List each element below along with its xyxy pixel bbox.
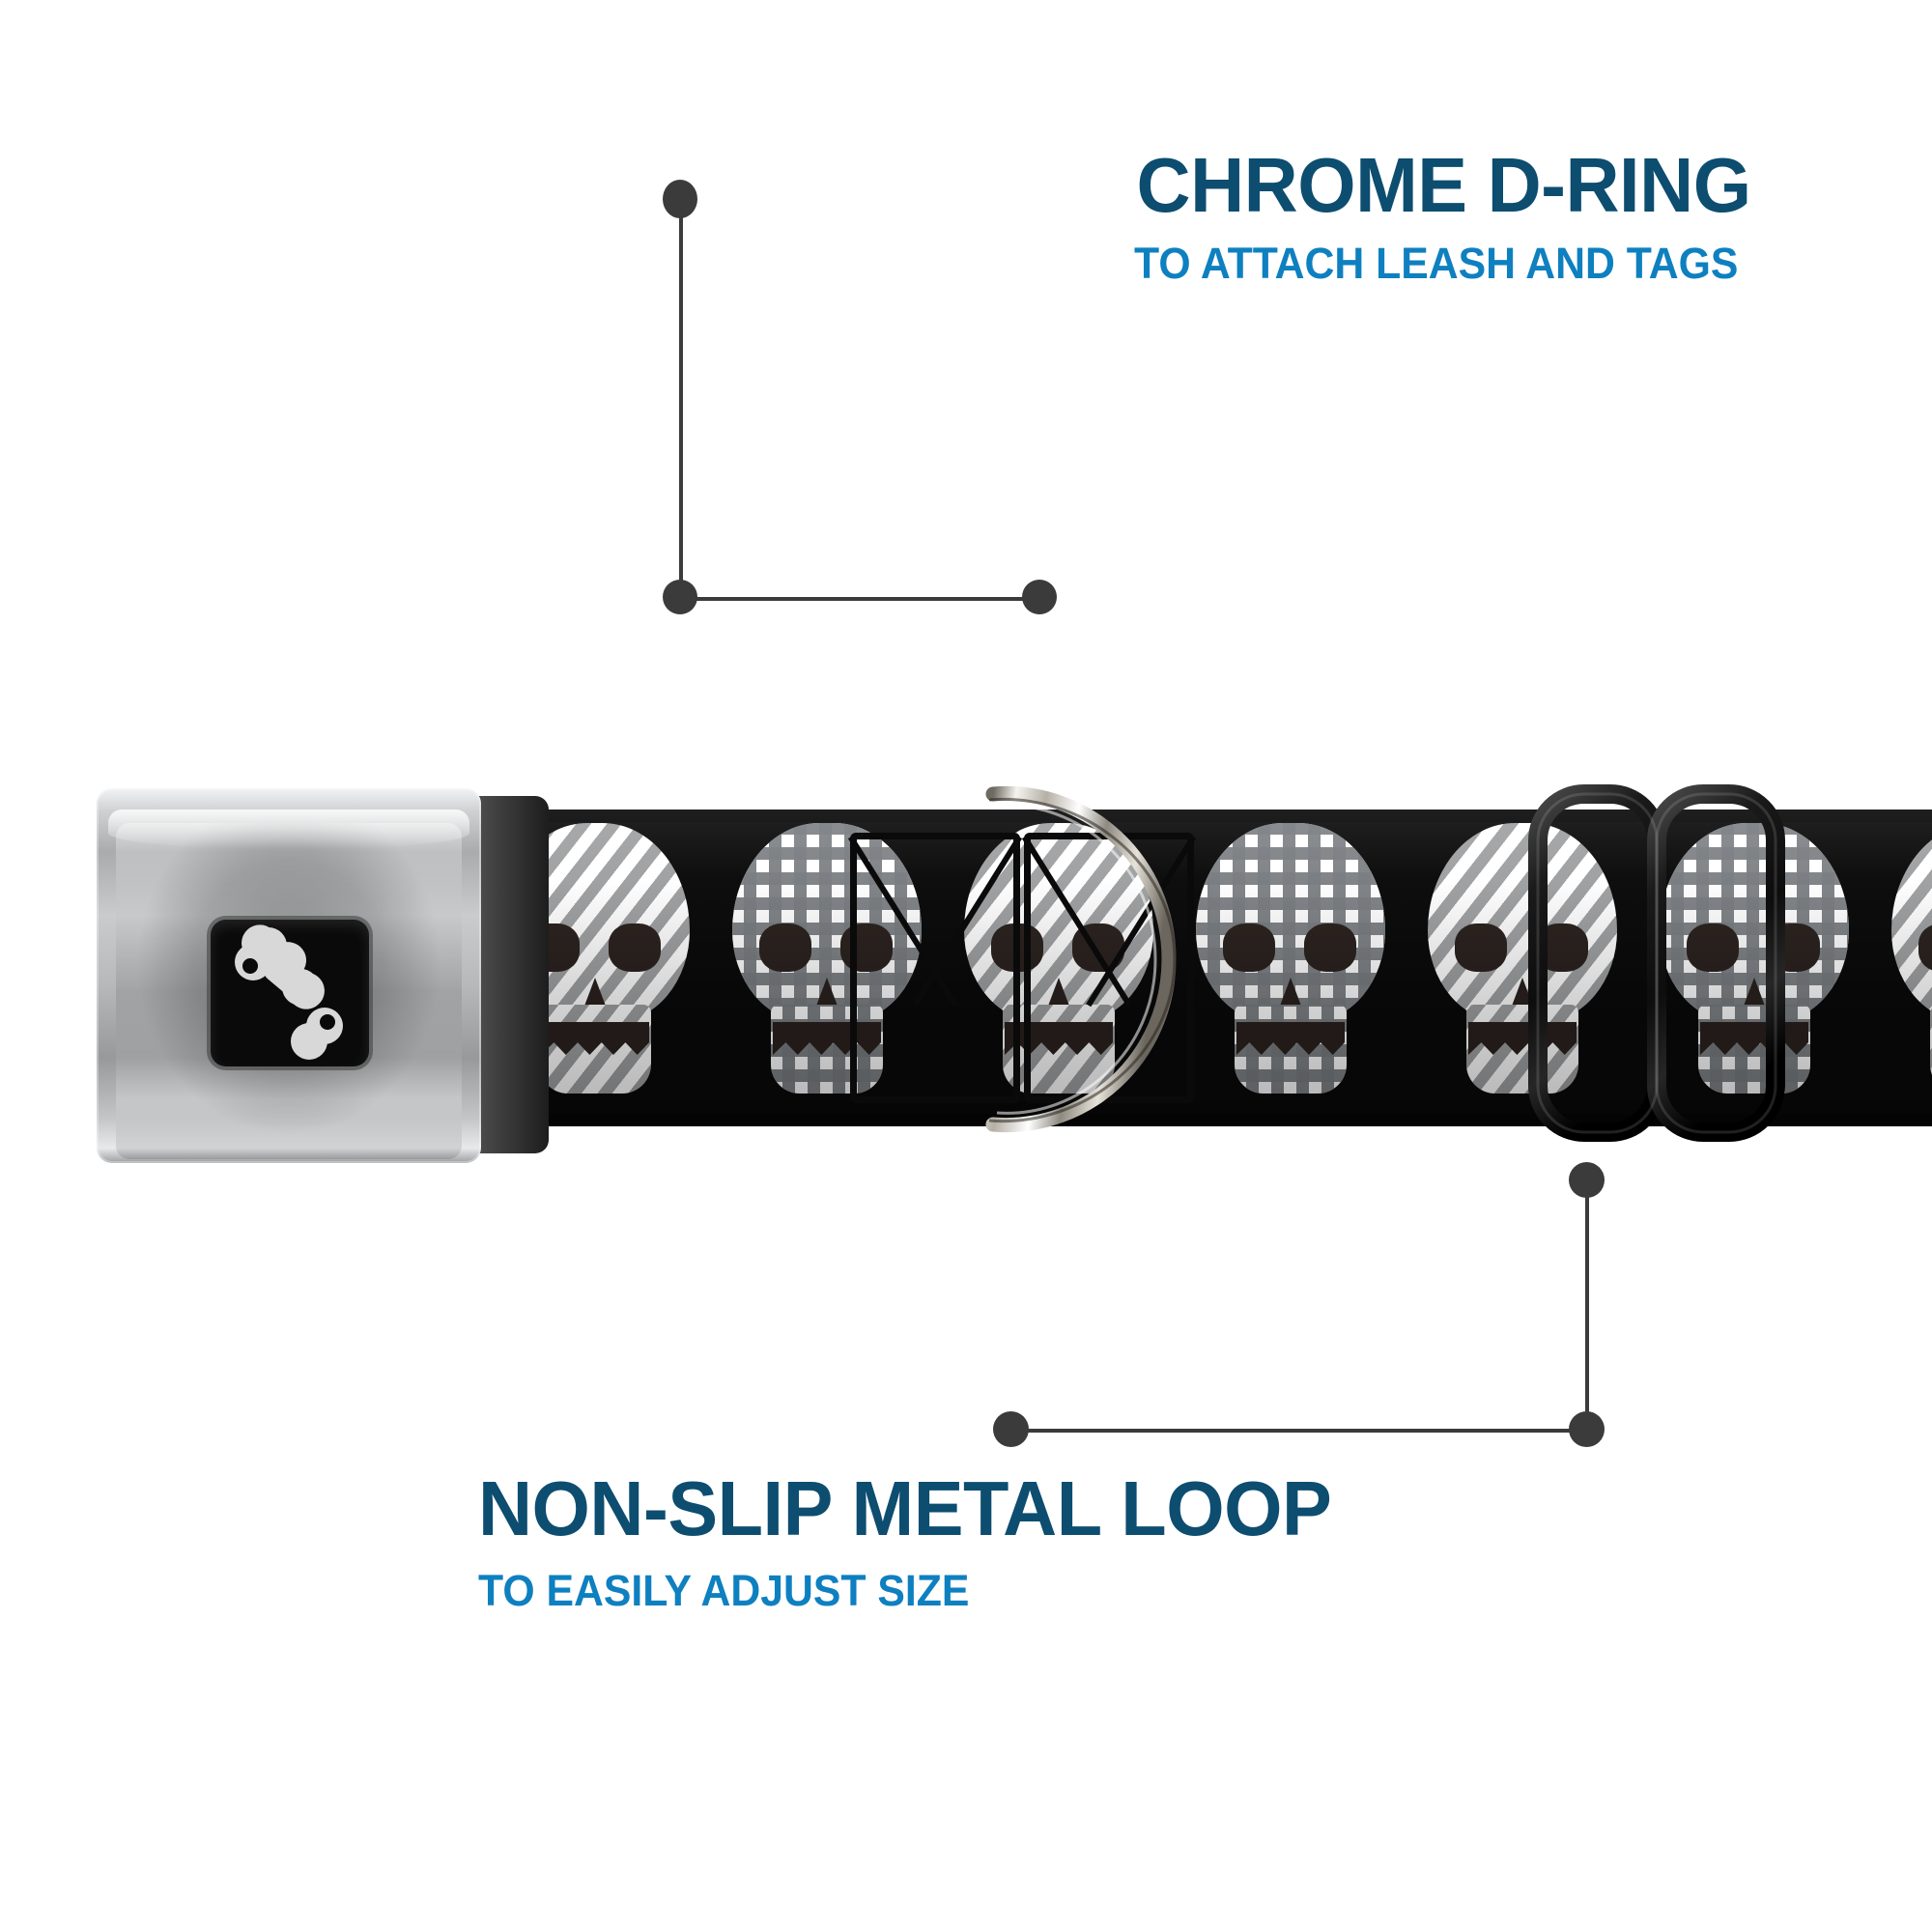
callout-subtitle-chrome-d-ring: TO ATTACH LEASH AND TAGS <box>1133 239 1739 288</box>
chrome-d-ring <box>985 785 1177 1133</box>
callout-dot-bottom-end <box>993 1411 1029 1447</box>
callout-title-non-slip-metal-loop: NON-SLIP METAL LOOP <box>478 1465 1332 1551</box>
dog-bone-icon <box>235 924 343 1060</box>
callout-line-top-vertical <box>679 197 683 601</box>
buckle-emblem-window <box>211 920 369 1066</box>
skull-motif <box>1410 823 1634 1103</box>
callout-dot-top-target <box>1022 580 1057 614</box>
callout-dot-top-text <box>663 180 697 218</box>
seatbelt-buckle <box>97 771 549 1177</box>
callout-line-bottom-horizontal <box>1009 1429 1587 1433</box>
callout-dot-bottom-target <box>1569 1162 1605 1198</box>
callout-chrome-d-ring: CHROME D-RING TO ATTACH LEASH AND TAGS <box>1133 142 1770 288</box>
callout-line-top-horizontal <box>679 597 1042 601</box>
skull-motif <box>1642 823 1866 1103</box>
callout-dot-bottom-elbow <box>1569 1411 1605 1447</box>
callout-non-slip-metal-loop: NON-SLIP METAL LOOP TO EASILY ADJUST SIZ… <box>478 1465 1358 1615</box>
callout-title-chrome-d-ring: CHROME D-RING <box>1136 142 1751 228</box>
callout-line-bottom-vertical <box>1585 1179 1589 1433</box>
callout-subtitle-non-slip-metal-loop: TO EASILY ADJUST SIZE <box>478 1566 970 1615</box>
skull-motif <box>1874 823 1932 1103</box>
callout-dot-top-elbow <box>663 580 697 614</box>
non-slip-metal-loop <box>1528 784 1785 1142</box>
buckle-body <box>97 788 481 1163</box>
